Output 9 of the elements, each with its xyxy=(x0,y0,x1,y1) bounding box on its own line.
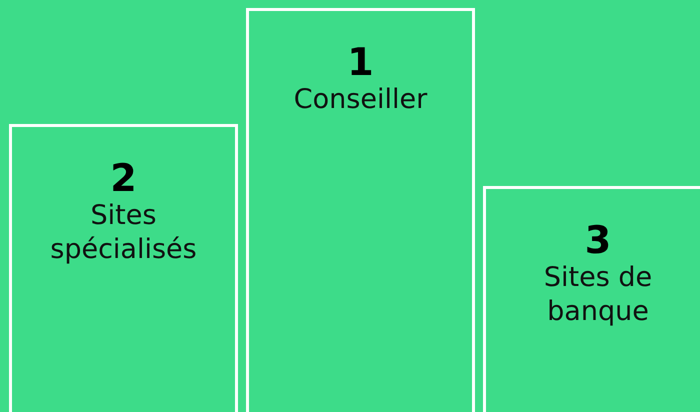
podium-block xyxy=(483,186,700,412)
rank-number: 1 xyxy=(347,41,374,83)
podium-label: Sites de banque xyxy=(542,261,654,329)
podium-block xyxy=(9,124,238,412)
podium-label: Conseiller xyxy=(292,83,428,117)
rank-number: 3 xyxy=(584,219,612,261)
podium-label: Sites spécialisés xyxy=(49,199,198,267)
rank-number: 2 xyxy=(110,157,137,199)
podium-block xyxy=(246,8,475,412)
